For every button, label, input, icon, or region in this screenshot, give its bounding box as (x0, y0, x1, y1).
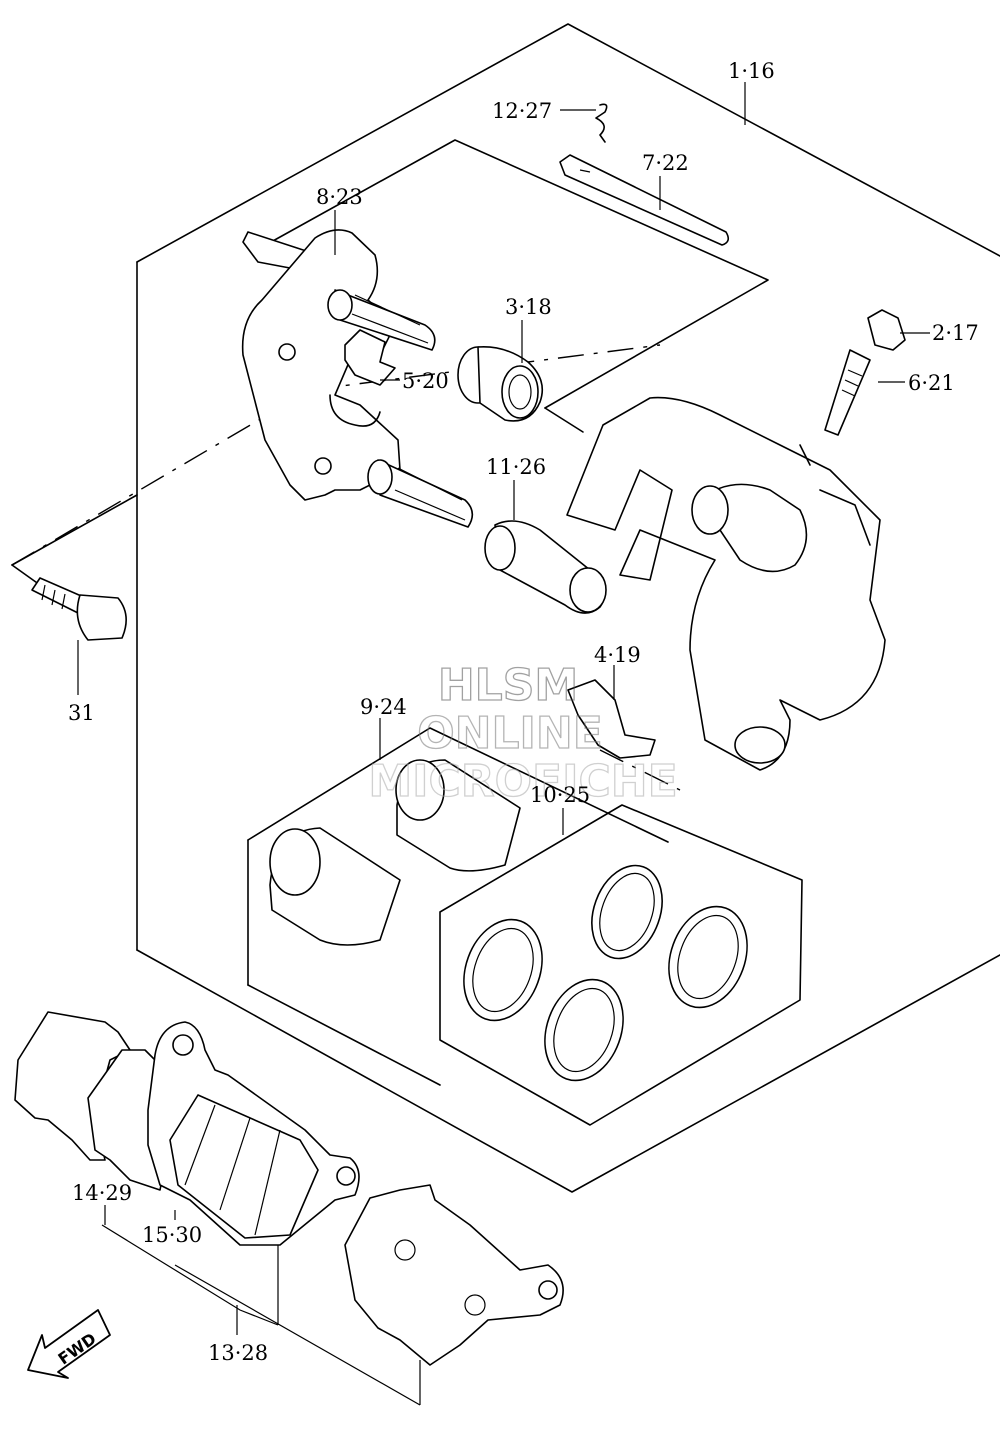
slide-pin-lower (367, 459, 474, 528)
label-4-19: 4·19 (594, 643, 641, 667)
piston-rear (395, 759, 521, 872)
pin-clip (595, 103, 608, 143)
label-14-29: 14·29 (72, 1181, 132, 1205)
pad-spring-clip (344, 329, 396, 386)
piston-seal-3 (544, 978, 624, 1082)
label-15-30: 15·30 (142, 1223, 202, 1247)
label-6-21: 6·21 (908, 371, 955, 395)
piston-front (269, 827, 401, 946)
label-2-17: 2·17 (932, 321, 979, 345)
caliper-body (566, 396, 886, 771)
pin-boot (457, 345, 544, 422)
label-11-26: 11·26 (486, 455, 546, 479)
label-9-24: 9·24 (360, 695, 407, 719)
label-1-16: 1·16 (728, 59, 775, 83)
bleeder-cap (867, 309, 906, 351)
bleeder-valve (824, 349, 871, 436)
watermark-line3: MICROFICHE (368, 756, 677, 807)
caliper-assembly-outline (136, 23, 1000, 1193)
brake-pad-front (147, 1021, 360, 1246)
lower-pin-boot (484, 520, 607, 614)
part-labels: 1·16 12·27 7·22 8·23 3·18 2·17 6·21 5·20… (68, 59, 979, 1365)
label-12-27: 12·27 (492, 99, 552, 123)
piston-seal-1 (463, 918, 543, 1022)
watermark-line1: HLSM (438, 660, 578, 711)
brake-pad-rear (344, 1184, 564, 1366)
piston-set-frame (247, 727, 669, 1086)
slide-pin-upper (327, 289, 436, 351)
pad-spring (567, 679, 656, 759)
caliper-bolt (31, 577, 127, 641)
leader-lines (77, 82, 930, 1406)
label-3-18: 3·18 (505, 295, 552, 319)
piston-seal-4 (668, 905, 748, 1009)
label-10-25: 10·25 (530, 783, 590, 807)
label-31: 31 (68, 701, 95, 725)
seal-set-frame (439, 804, 803, 1126)
caliper-pin (559, 154, 730, 246)
watermark: HLSM ONLINE MICROFICHE (368, 659, 679, 807)
label-13-28: 13·28 (208, 1341, 268, 1365)
piston-seal-2 (591, 864, 663, 960)
label-8-23: 8·23 (316, 185, 363, 209)
watermark-line2: ONLINE (417, 708, 603, 759)
label-5-20: 5·20 (402, 369, 449, 393)
pin-subassembly-frame (261, 139, 769, 433)
label-7-22: 7·22 (642, 151, 689, 175)
fwd-arrow-icon: FWD (27, 1309, 111, 1379)
